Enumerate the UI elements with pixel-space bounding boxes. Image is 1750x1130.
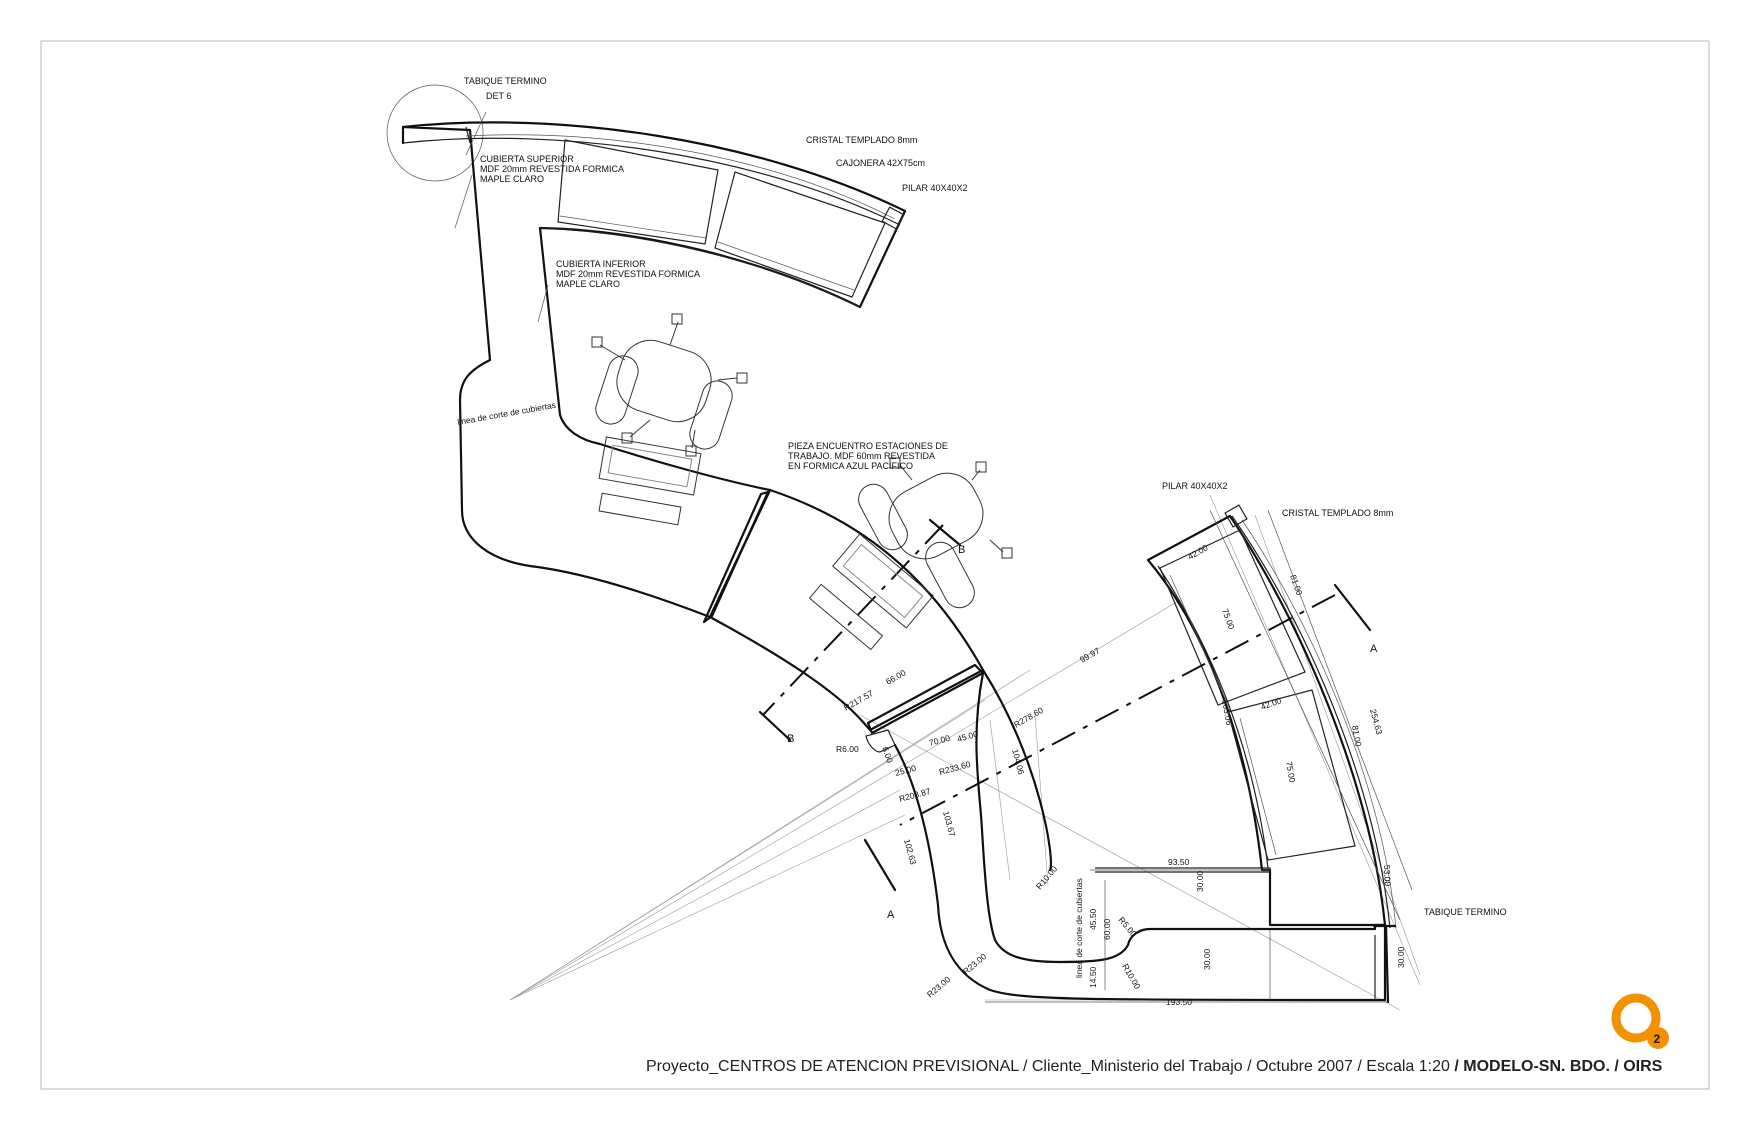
dim-42a: 42.00	[1186, 542, 1210, 561]
dim-7000: 70.00	[928, 733, 951, 748]
dim-4550: 45.50	[1088, 908, 1098, 930]
dim-3000c: 30.00	[1396, 946, 1406, 968]
q2-logo-icon: 2	[1611, 993, 1669, 1049]
label-cub-inf-1: CUBIERTA INFERIOR	[556, 259, 646, 269]
label-tabique-right: TABIQUE TERMINO	[1424, 907, 1507, 917]
label-tabique-top: TABIQUE TERMINO	[464, 76, 547, 86]
chair-middle	[858, 457, 1013, 609]
dim-10263: 102.63	[902, 838, 918, 866]
logo-subscript: 2	[1654, 1032, 1661, 1046]
label-pilar-right: PILAR 40X40X2	[1162, 481, 1228, 491]
dim-r1000b: R10.00	[1120, 962, 1143, 991]
dim-75a: 75.00	[1220, 607, 1237, 631]
dimension-texts: 42.00 75.00 81.00 99.97 42.00 75.00 163.…	[836, 542, 1406, 1007]
title-project-text: Proyecto_CENTROS DE ATENCION PREVISIONAL…	[646, 1058, 1450, 1075]
label-linea-corte-1: linea de corte de cubiertas	[457, 400, 557, 427]
construction-lines	[386, 84, 1421, 1011]
dim-9997: 99.97	[1078, 645, 1102, 664]
label-cristal-top: CRISTAL TEMPLADO 8mm	[806, 135, 917, 145]
dim-25463: 254.63	[1368, 708, 1384, 736]
dim-r23360: R233.60	[938, 759, 972, 777]
section-a-top: A	[1370, 643, 1378, 655]
label-pieza-2: TRABAJO. MDF 60mm REVESTIDA	[788, 451, 935, 461]
keyboard-upper	[598, 436, 702, 526]
label-cub-inf-2: MDF 20mm REVESTIDA FORMICA	[556, 269, 700, 279]
label-linea-corte-2: linea de corte de cubiertas	[1074, 878, 1084, 978]
dim-r2300a: R23.00	[925, 974, 953, 999]
label-pieza-1: PIEZA ENCUENTRO ESTACIONES DE	[788, 441, 948, 451]
dim-6000: 60.00	[1102, 918, 1112, 940]
dim-2500: 25.00	[894, 763, 917, 778]
chair-upper	[591, 313, 748, 457]
upper-desk	[401, 111, 907, 619]
dim-81b: 81.00	[1350, 725, 1364, 748]
label-det6: DET 6	[486, 91, 511, 101]
dim-16306: 163.06	[1220, 699, 1234, 727]
label-cub-inf-3: MAPLE CLARO	[556, 279, 620, 289]
dim-3000a: 30.00	[1195, 870, 1205, 892]
label-cub-sup-2: MDF 20mm REVESTIDA FORMICA	[480, 164, 624, 174]
dim-6600: 66.00	[884, 667, 908, 686]
dim-10367: 103.67	[941, 810, 957, 838]
title-block: Proyecto_CENTROS DE ATENCION PREVISIONAL…	[646, 1058, 1686, 1080]
label-cub-sup-3: MAPLE CLARO	[480, 174, 544, 184]
section-b-bottom: B	[787, 733, 794, 745]
label-pilar-top: PILAR 40X40X2	[902, 183, 968, 193]
dim-r2300b: R23.00	[961, 951, 989, 976]
dim-r21757: R217.57	[842, 688, 875, 713]
middle-counter	[702, 488, 1052, 872]
label-cristal-right: CRISTAL TEMPLADO 8mm	[1282, 508, 1393, 518]
section-lines	[758, 518, 1372, 892]
dim-r27860: R278.60	[1012, 705, 1045, 730]
dim-r20887: R208.87	[898, 786, 932, 804]
title-model-text: / MODELO-SN. BDO. / OIRS	[1454, 1058, 1663, 1075]
dim-1450: 14.50	[1088, 966, 1098, 988]
dim-53: 53.00	[1382, 865, 1393, 887]
section-markers: B B A A	[787, 544, 1378, 921]
dim-r600: R6.00	[836, 744, 859, 754]
dim-9350: 93.50	[1168, 857, 1190, 867]
section-b-top: B	[958, 544, 965, 556]
dim-75b: 75.00	[1284, 761, 1298, 784]
label-cub-sup-1: CUBIERTA SUPERIOR	[480, 154, 574, 164]
dim-600: 6.00	[880, 745, 895, 764]
dim-42b: 42.00	[1259, 695, 1283, 712]
keyboard-middle	[808, 533, 934, 651]
dim-r500: R5.00	[1116, 915, 1138, 939]
label-pieza-3: EN FORMICA AZUL PACIFICO	[788, 461, 913, 471]
annotations: TABIQUE TERMINO DET 6 CRISTAL TEMPLADO 8…	[457, 76, 1507, 978]
label-cajonera: CAJONERA 42X75cm	[836, 158, 925, 168]
lower-desk	[893, 504, 1397, 1004]
sheet-frame	[40, 40, 1710, 1090]
dimension-lines	[985, 509, 1413, 1003]
section-a-bottom: A	[887, 909, 895, 921]
dim-3000b: 30.00	[1202, 948, 1212, 970]
